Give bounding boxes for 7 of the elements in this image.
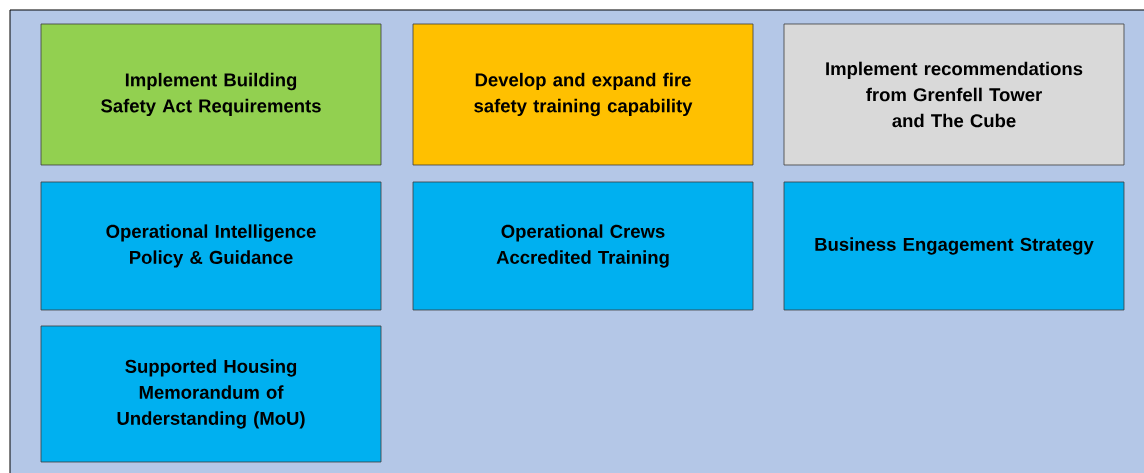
process-box: Business Engagement Strategy: [783, 181, 1125, 311]
process-box: Supported Housing Memorandum of Understanding (MoU): [40, 325, 382, 463]
process-box: Operational Crews Accredited Training: [412, 181, 754, 311]
process-box: Develop and expand fire safety training capability: [412, 23, 754, 166]
process-box: Operational Intelligence Policy & Guidance: [40, 181, 382, 311]
process-box: Implement Building Safety Act Requirements: [40, 23, 382, 166]
process-box: Implement recommendations from Grenfell Tower and The Cube: [783, 23, 1125, 166]
